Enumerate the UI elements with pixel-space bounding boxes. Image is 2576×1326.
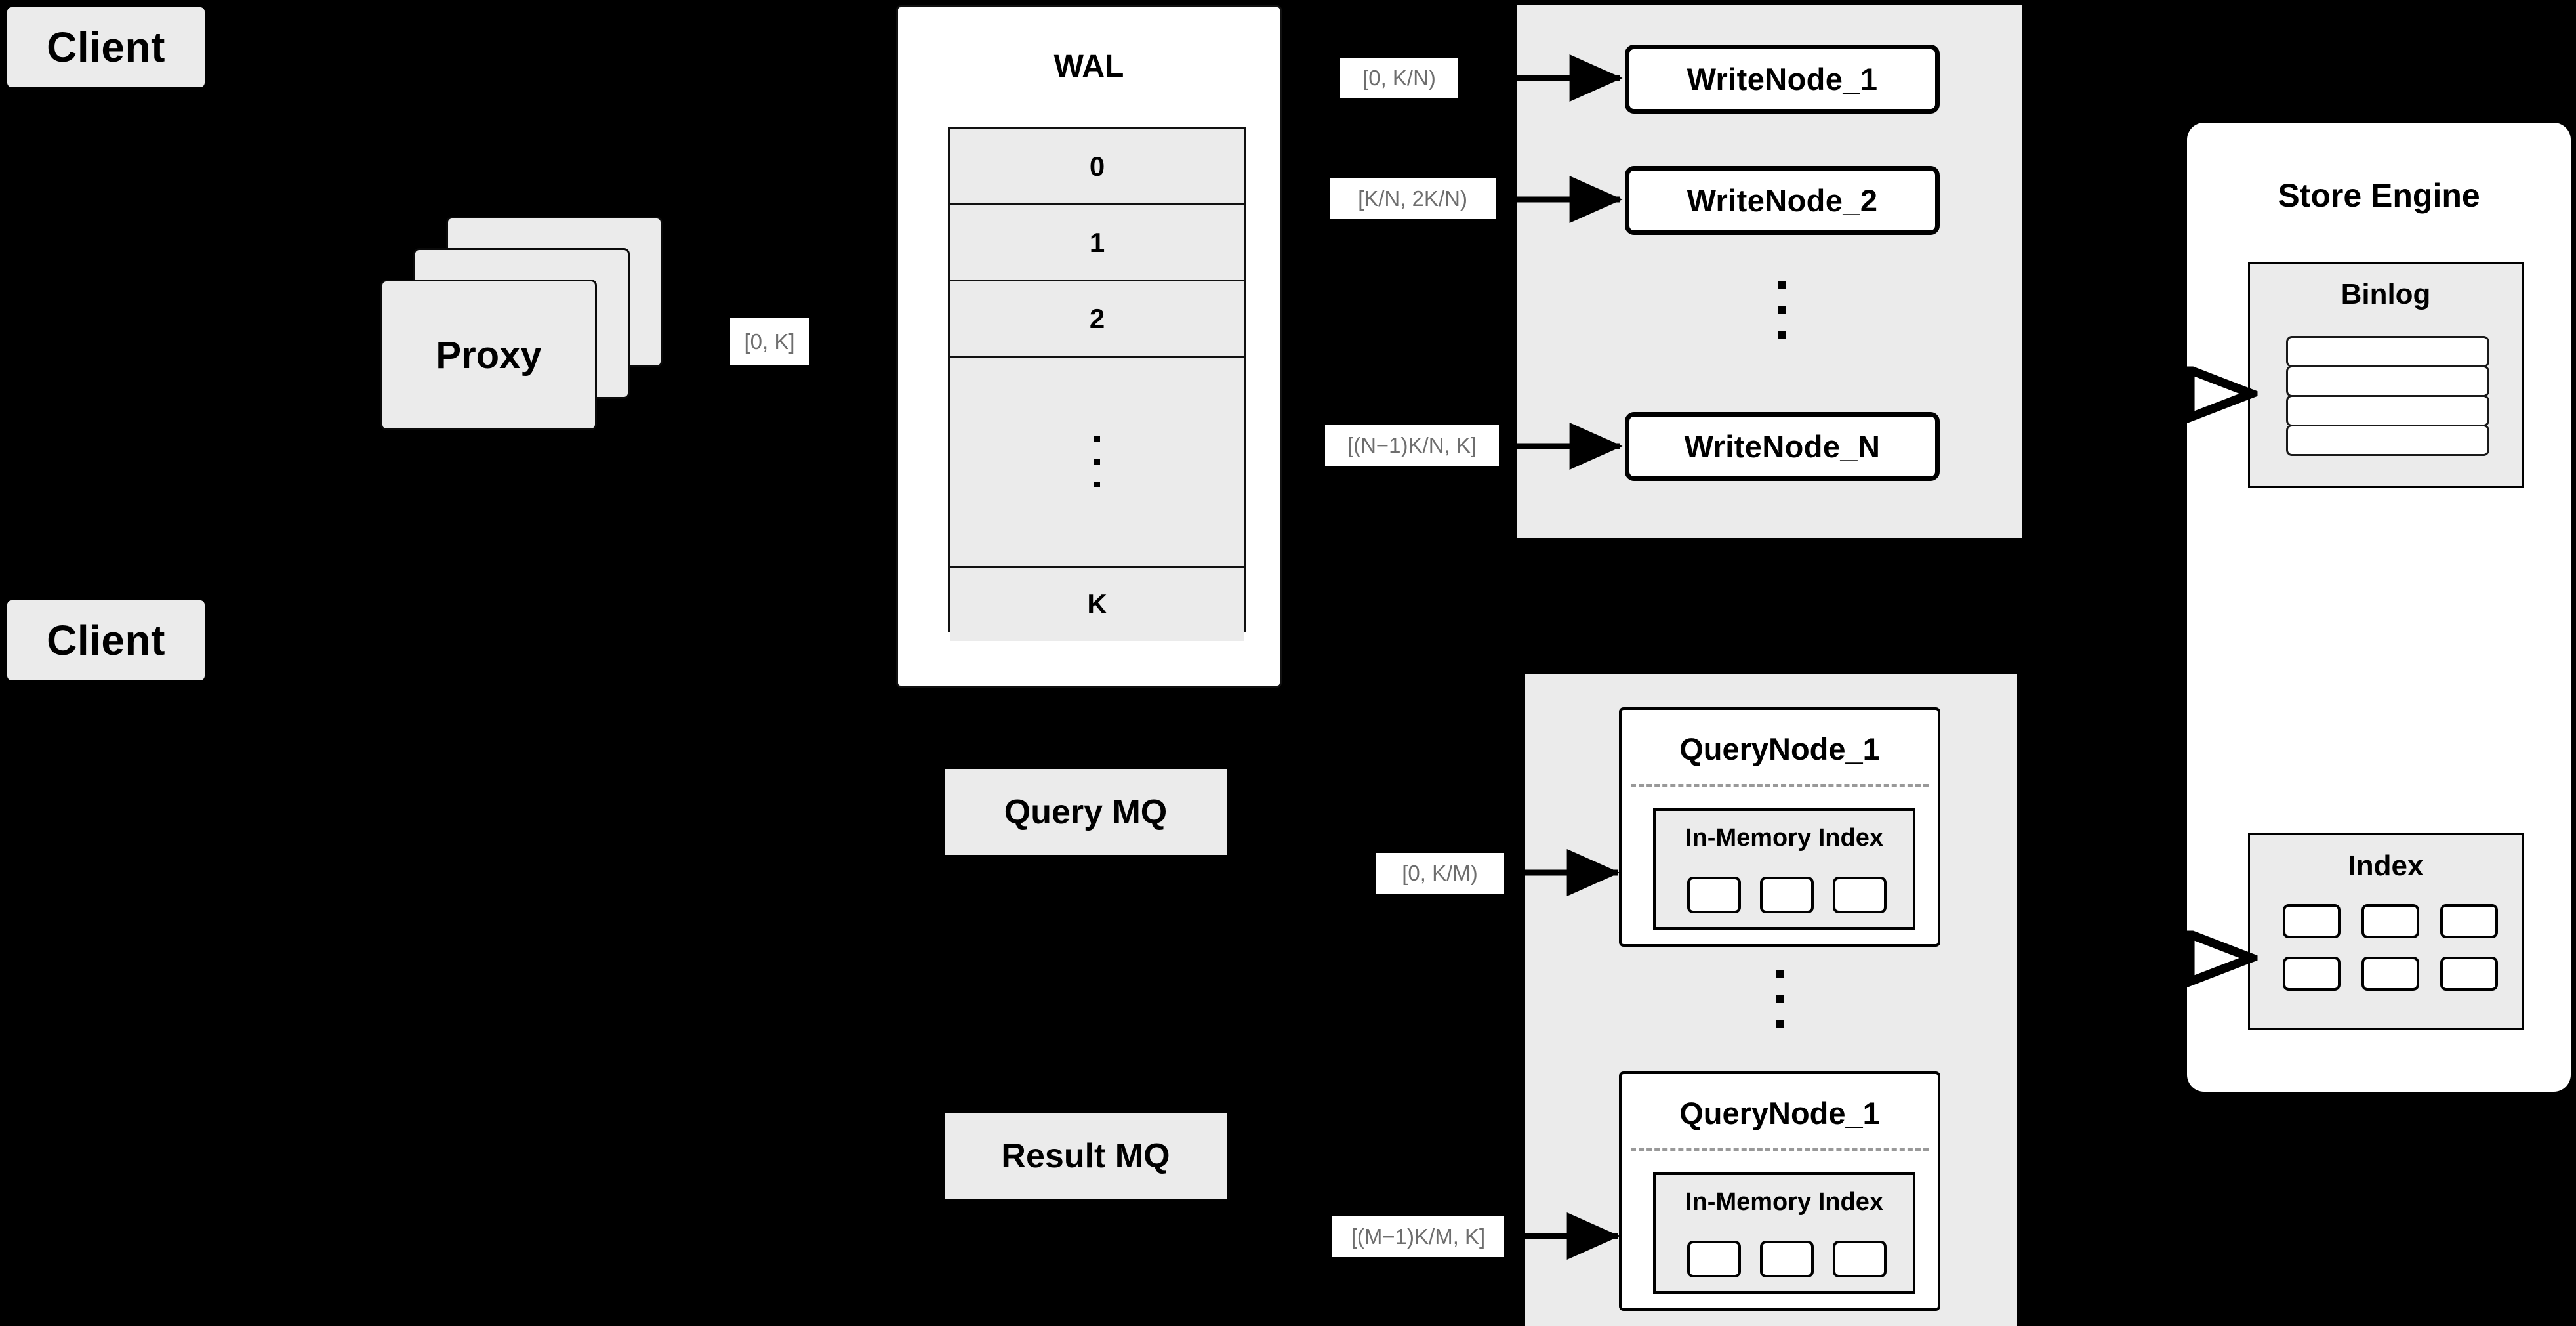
query-node-cluster-panel: QueryNode_1 In-Memory Index QueryNode_1 … — [1525, 674, 2017, 1326]
in-memory-index-panel: In-Memory Index — [1653, 808, 1915, 930]
in-memory-index-panel: In-Memory Index — [1653, 1172, 1915, 1294]
binlog-segment — [2286, 395, 2489, 426]
index-cell — [2283, 957, 2341, 991]
binlog-title: Binlog — [2341, 278, 2431, 310]
write-node-cluster-panel: WriteNode_1 WriteNode_2 WriteNode_N — [1517, 5, 2022, 538]
query-mq-box[interactable]: Query MQ — [945, 769, 1227, 855]
range-label-proxy-to-wal: [0, K] — [730, 318, 809, 365]
in-memory-index-title: In-Memory Index — [1685, 1188, 1883, 1216]
wal-row-label: 0 — [1089, 150, 1105, 182]
wal-entry-table: 0 1 2 K — [948, 127, 1246, 641]
query-mq-label: Query MQ — [1004, 793, 1168, 831]
write-node-label: WriteNode_1 — [1687, 62, 1878, 96]
proxy-label: Proxy — [436, 333, 542, 377]
index-title: Index — [2348, 850, 2424, 882]
index-slot — [1760, 877, 1814, 913]
range-label-text: [(N−1)K/N, K] — [1347, 433, 1477, 458]
range-label-query-node-1: [0, K/M) — [1376, 853, 1504, 894]
index-slot — [1833, 1241, 1887, 1277]
index-cell — [2440, 957, 2498, 991]
range-label-text: [(M−1)K/M, K] — [1351, 1224, 1486, 1249]
range-label-write-node-n: [(N−1)K/N, K] — [1325, 425, 1499, 466]
binlog-segment — [2286, 365, 2489, 397]
query-node-ellipsis-icon — [1619, 950, 1940, 1048]
index-panel: Index — [2248, 833, 2524, 1030]
index-cell — [2361, 957, 2419, 991]
wal-title: WAL — [1053, 49, 1124, 84]
range-label-text: [0, K/M) — [1402, 861, 1478, 886]
client-box-bottom[interactable]: Client — [5, 598, 207, 682]
binlog-panel: Binlog — [2248, 262, 2524, 488]
index-slot — [1687, 877, 1741, 913]
range-label-write-node-2: [K/N, 2K/N) — [1330, 178, 1496, 219]
result-mq-label: Result MQ — [1001, 1136, 1170, 1175]
client-box-top[interactable]: Client — [5, 5, 207, 89]
in-memory-index-title: In-Memory Index — [1685, 824, 1883, 852]
query-node-title: QueryNode_1 — [1679, 1096, 1880, 1130]
wal-panel: WAL 0 1 2 K — [896, 5, 1282, 688]
client-label: Client — [47, 24, 165, 71]
index-cell — [2283, 904, 2341, 938]
write-node-label: WriteNode_N — [1684, 429, 1881, 464]
wal-row: 2 — [950, 281, 1244, 358]
wal-row-label: K — [1087, 589, 1107, 619]
wal-row: K — [950, 568, 1244, 641]
query-node-divider — [1631, 784, 1929, 787]
client-label: Client — [47, 617, 165, 664]
write-node-ellipsis-icon — [1625, 268, 1940, 353]
index-slot — [1833, 877, 1887, 913]
range-label-text: [K/N, 2K/N) — [1358, 186, 1467, 211]
write-node-1[interactable]: WriteNode_1 — [1625, 45, 1940, 114]
wal-row-label: 2 — [1089, 302, 1105, 334]
wal-row-label: 1 — [1089, 226, 1105, 258]
wal-row: 0 — [950, 129, 1244, 205]
wal-row-ellipsis — [950, 358, 1244, 568]
proxy-card-front[interactable]: Proxy — [380, 280, 597, 430]
proxy-stack[interactable]: Proxy — [380, 217, 663, 433]
range-label-query-node-m: [(M−1)K/M, K] — [1332, 1216, 1504, 1257]
binlog-segment — [2286, 425, 2489, 456]
store-engine-panel: Store Engine Binlog Index — [2187, 123, 2571, 1092]
query-node-m[interactable]: QueryNode_1 In-Memory Index — [1619, 1071, 1940, 1311]
wal-row: 1 — [950, 205, 1244, 281]
vertical-ellipsis-icon — [1094, 436, 1100, 487]
store-engine-title: Store Engine — [2278, 177, 2480, 214]
result-mq-box[interactable]: Result MQ — [945, 1113, 1227, 1199]
query-node-1[interactable]: QueryNode_1 In-Memory Index — [1619, 707, 1940, 947]
range-label-write-node-1: [0, K/N) — [1340, 58, 1458, 98]
write-node-2[interactable]: WriteNode_2 — [1625, 166, 1940, 235]
write-node-n[interactable]: WriteNode_N — [1625, 412, 1940, 481]
index-slot — [1687, 1241, 1741, 1277]
query-node-title: QueryNode_1 — [1679, 732, 1880, 766]
binlog-segment — [2286, 336, 2489, 367]
index-cell — [2361, 904, 2419, 938]
range-label-text: [0, K] — [744, 329, 795, 354]
query-node-divider — [1631, 1148, 1929, 1151]
range-label-text: [0, K/N) — [1362, 66, 1436, 91]
write-node-label: WriteNode_2 — [1687, 183, 1878, 218]
index-slot — [1760, 1241, 1814, 1277]
index-cell — [2440, 904, 2498, 938]
